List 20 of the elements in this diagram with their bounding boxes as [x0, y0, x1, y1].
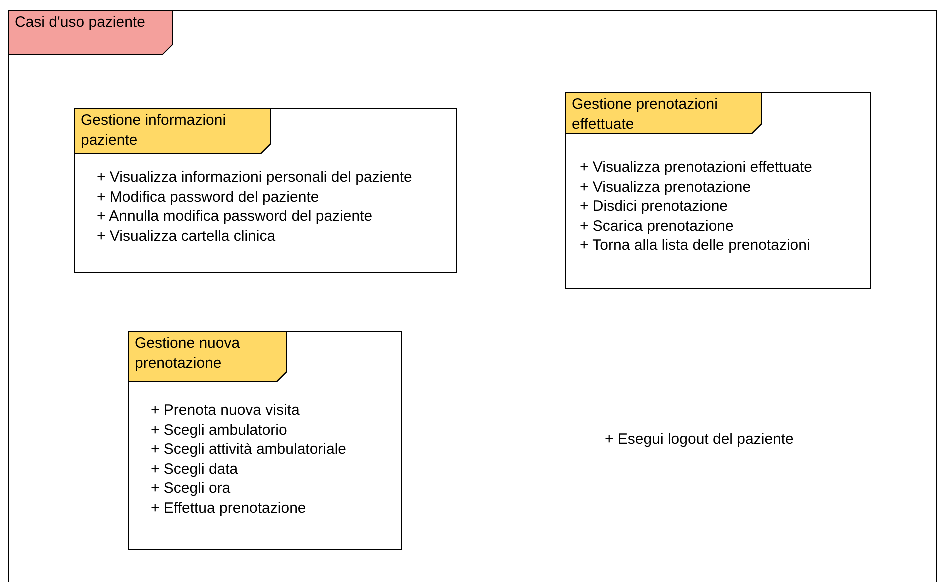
list-item: + Visualizza prenotazione [580, 178, 752, 198]
package-tab: Gestione nuova prenotazione [128, 331, 287, 382]
list-item: + Scegli data [151, 460, 238, 480]
list-item: + Visualizza prenotazioni effettuate [580, 158, 813, 178]
package-tab: Gestione informazioni paziente [74, 108, 271, 154]
list-item: + Torna alla lista delle prenotazioni [580, 236, 810, 256]
list-item: + Effettua prenotazione [151, 499, 306, 519]
list-item: + Prenota nuova visita [151, 401, 300, 421]
list-item: + Visualizza cartella clinica [97, 226, 276, 246]
list-item: + Scegli ora [151, 479, 231, 499]
list-item: + Scarica prenotazione [580, 216, 734, 236]
list-item: + Visualizza informazioni personali del paziente [97, 168, 412, 188]
list-item: + Esegui logout del paziente [605, 431, 794, 448]
package-tab: Casi d'uso paziente [8, 10, 173, 55]
list-item: + Modifica password del paziente [97, 188, 320, 208]
package-tab: Gestione prenotazioni effettuate [565, 92, 762, 134]
list-item: + Disdici prenotazione [580, 197, 728, 217]
list-item: + Annulla modifica password del paziente [97, 207, 373, 227]
list-item: + Scegli attività ambulatoriale [151, 440, 347, 460]
list-item: + Scegli ambulatorio [151, 420, 288, 440]
